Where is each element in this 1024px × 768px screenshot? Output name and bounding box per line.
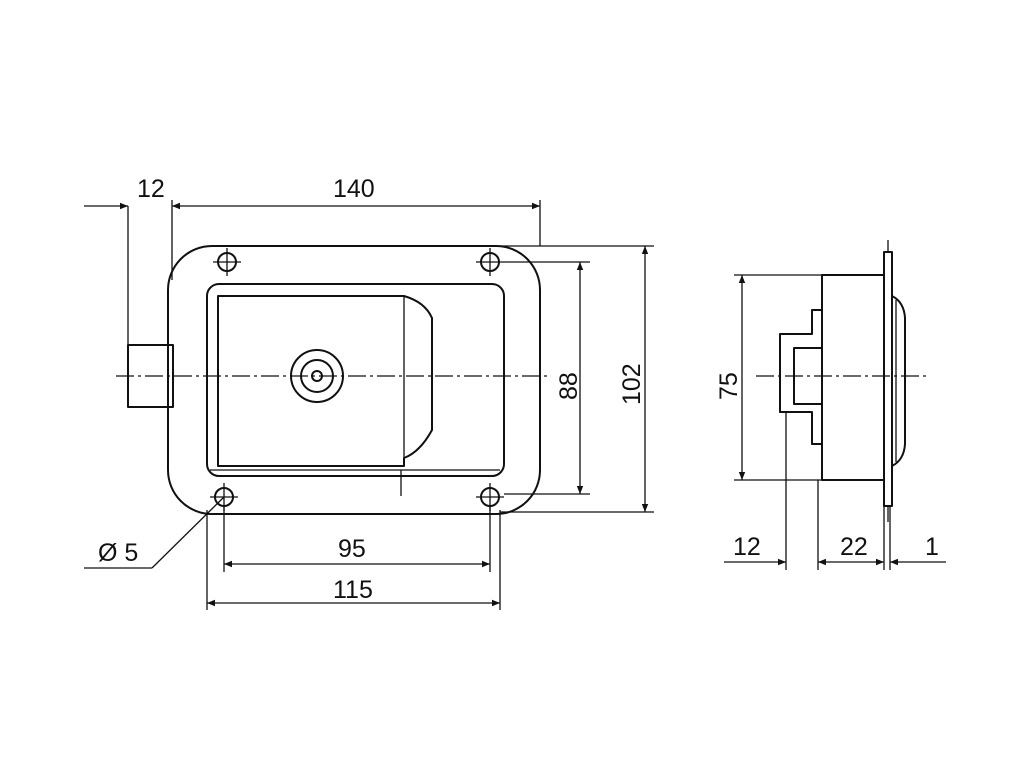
dim-lever-offset-label: 12 (137, 175, 165, 203)
side-bezel (891, 295, 906, 467)
mounting-hole-top-left (213, 248, 241, 276)
side-body (821, 274, 885, 481)
front-view: 12 140 88 102 95 115 Ø 5 (84, 175, 654, 610)
side-view: 75 12 22 1 (715, 240, 946, 570)
side-dim-depth-b-label: 22 (840, 533, 868, 561)
paddle-handle (217, 295, 433, 467)
side-latch-cam (779, 309, 823, 445)
side-dim-thickness-label: 1 (925, 533, 939, 561)
dim-hole-spacing-label: 95 (338, 535, 366, 563)
dim-hole-diameter-label: Ø 5 (98, 539, 138, 567)
dim-outer-height-label: 102 (618, 363, 646, 405)
recess-outline (206, 283, 505, 477)
dim-overall-width-label: 140 (333, 175, 375, 203)
mounting-hole-top-right (476, 248, 504, 276)
dim-inner-height-label: 88 (555, 372, 583, 400)
side-dim-depth-a-label: 12 (733, 533, 761, 561)
dim-plate-width-label: 115 (333, 576, 373, 604)
side-dim-height-label: 75 (715, 372, 743, 400)
mounting-plate-outline (167, 245, 541, 515)
side-flange-plate (883, 251, 893, 507)
